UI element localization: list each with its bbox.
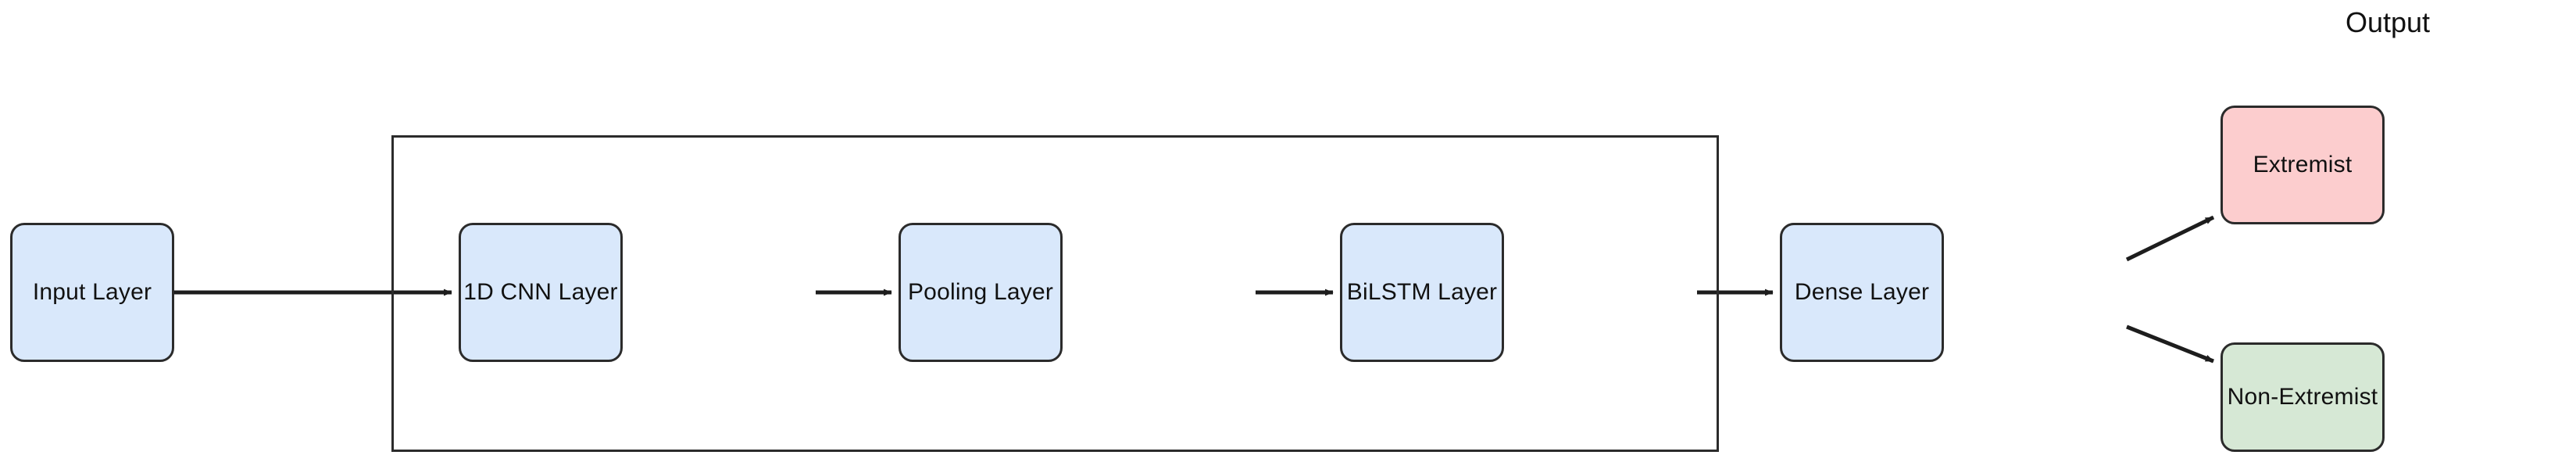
feature-extraction-group-box <box>391 135 1719 452</box>
node-extremist-output-label: Extremist <box>2253 151 2353 177</box>
node-bilstm-layer[interactable]: BiLSTM Layer <box>1340 223 1504 362</box>
output-section-title: Output <box>2345 6 2431 38</box>
node-dense-layer-label: Dense Layer <box>1794 278 1930 305</box>
node-1d-cnn-layer[interactable]: 1D CNN Layer <box>459 223 623 362</box>
node-input-layer[interactable]: Input Layer <box>10 223 174 362</box>
edge-dense-to-extremist <box>2125 215 2215 262</box>
node-extremist-output[interactable]: Extremist <box>2221 106 2385 224</box>
node-dense-layer[interactable]: Dense Layer <box>1780 223 1944 362</box>
node-bilstm-layer-label: BiLSTM Layer <box>1346 278 1498 305</box>
node-non-extremist-output[interactable]: Non-Extremist <box>2221 342 2385 452</box>
node-pooling-layer-label: Pooling Layer <box>907 278 1054 305</box>
edge-dense-to-nonextremist <box>2126 324 2214 364</box>
node-1d-cnn-layer-label: 1D CNN Layer <box>463 278 618 305</box>
node-input-layer-label: Input Layer <box>32 278 152 305</box>
node-pooling-layer[interactable]: Pooling Layer <box>899 223 1063 362</box>
node-non-extremist-output-label: Non-Extremist <box>2227 383 2378 410</box>
